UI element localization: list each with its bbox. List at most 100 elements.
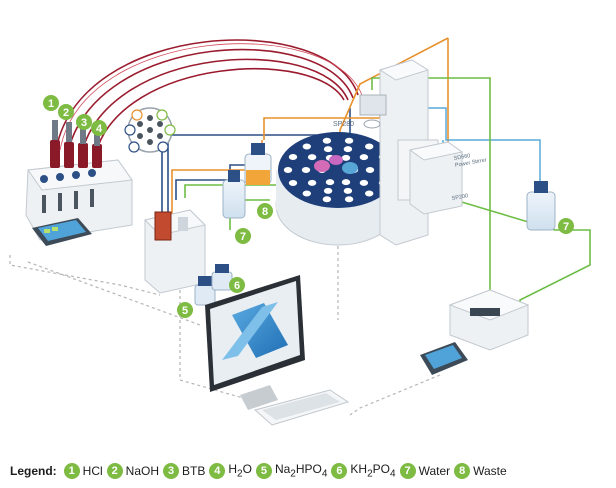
keyboard — [253, 389, 350, 426]
legend-badge: 5 — [255, 462, 272, 479]
label-sample-changer: SP280 — [333, 121, 354, 128]
legend-label: Water — [418, 463, 451, 478]
badge-circle — [235, 228, 251, 244]
well-hole — [307, 179, 317, 186]
badge-number: 3 — [81, 117, 87, 129]
legend-badge: 7 — [399, 462, 416, 479]
badge-number: 6 — [234, 280, 240, 292]
bottle-waste — [244, 143, 272, 185]
well-hole — [323, 187, 333, 194]
label-pump-main: SD660 Power Stirrer — [453, 150, 487, 168]
badge-circle — [128, 141, 140, 153]
computer-monitor — [205, 275, 305, 410]
badge-circle — [229, 277, 245, 293]
well-hole — [365, 190, 374, 197]
well-hole — [307, 154, 317, 161]
label-pump-main-l2: Power Stirrer — [455, 157, 488, 169]
badge-circle — [43, 95, 59, 111]
badge-number: 2 — [63, 107, 69, 119]
legend-label: NaOH — [125, 463, 160, 478]
well-hole — [322, 137, 332, 144]
cable-lines — [9, 240, 441, 416]
legend-badge: 8 — [454, 462, 471, 479]
well-hole — [322, 196, 332, 203]
badge-circle — [156, 109, 168, 121]
badge-number: 5 — [135, 113, 139, 119]
well-hole — [359, 154, 369, 161]
badge-number: 7 — [563, 221, 569, 233]
bottle-water-2 — [526, 181, 556, 231]
badge-number: 4 — [168, 128, 172, 134]
badge-circle — [76, 114, 92, 130]
legend-label: HCl — [82, 463, 103, 478]
well-hole — [288, 154, 298, 160]
well-hole — [343, 187, 353, 194]
legend-title: Legend: — [10, 464, 57, 478]
label-pump-main-l1: SD660 — [453, 153, 471, 162]
well-hole — [365, 167, 375, 173]
badge-circle — [131, 109, 143, 121]
badge-number: 1 — [128, 128, 132, 134]
well-hole — [288, 180, 298, 186]
legend-label: BTB — [182, 463, 206, 478]
well-hole — [283, 167, 293, 173]
well-hole — [344, 137, 354, 144]
badge-circle — [124, 124, 136, 136]
well-hole — [341, 154, 351, 161]
legend-label: Waste — [473, 463, 507, 478]
badge-circle — [558, 218, 574, 234]
balance — [448, 289, 530, 351]
burette-station — [25, 120, 133, 246]
dosing-unit — [408, 141, 464, 215]
bottle-water-1 — [222, 170, 246, 219]
badge-number: 3 — [161, 145, 165, 151]
well-hole — [365, 143, 374, 150]
badge-number: 2 — [132, 145, 136, 151]
well-hole — [359, 179, 369, 186]
titrator-unit — [144, 209, 206, 294]
well-hole — [302, 143, 311, 150]
well-hole — [344, 196, 354, 203]
legend-badge: 4 — [209, 462, 226, 479]
badge-number: 1 — [48, 98, 54, 110]
legend-label: KH2PO4 — [350, 462, 396, 480]
well-hole — [343, 146, 353, 153]
badge-circle — [164, 124, 176, 136]
legend-label: Na2HPO4 — [274, 462, 328, 480]
legend-badge: 1 — [63, 462, 80, 479]
badge-number: 5 — [182, 305, 188, 317]
legend-badge: 2 — [106, 462, 123, 479]
well-hole — [302, 190, 311, 197]
red-tubes — [55, 39, 363, 153]
legend-badge: 6 — [331, 462, 348, 479]
badge-number: 6 — [160, 113, 164, 119]
balance-terminal — [420, 342, 468, 375]
badge-number: 4 — [96, 123, 103, 135]
badge-circle — [91, 120, 107, 136]
well-hole — [323, 146, 333, 153]
badge-circle — [58, 104, 74, 120]
badge-circle — [177, 302, 193, 318]
legend-label: H2O — [228, 462, 252, 480]
badge-number: 8 — [262, 206, 268, 218]
badge-number: 7 — [240, 231, 246, 243]
label-pump-small: SP200 — [451, 193, 468, 202]
well-hole — [301, 167, 311, 173]
well-hole — [341, 179, 351, 186]
badge-circle — [157, 141, 169, 153]
well-hole — [325, 179, 335, 186]
badge-circle — [257, 203, 273, 219]
legend-badge: 3 — [163, 462, 180, 479]
titration-system-diagram: SP280 SD660 Power Stirrer SP200 12345678… — [9, 37, 591, 426]
